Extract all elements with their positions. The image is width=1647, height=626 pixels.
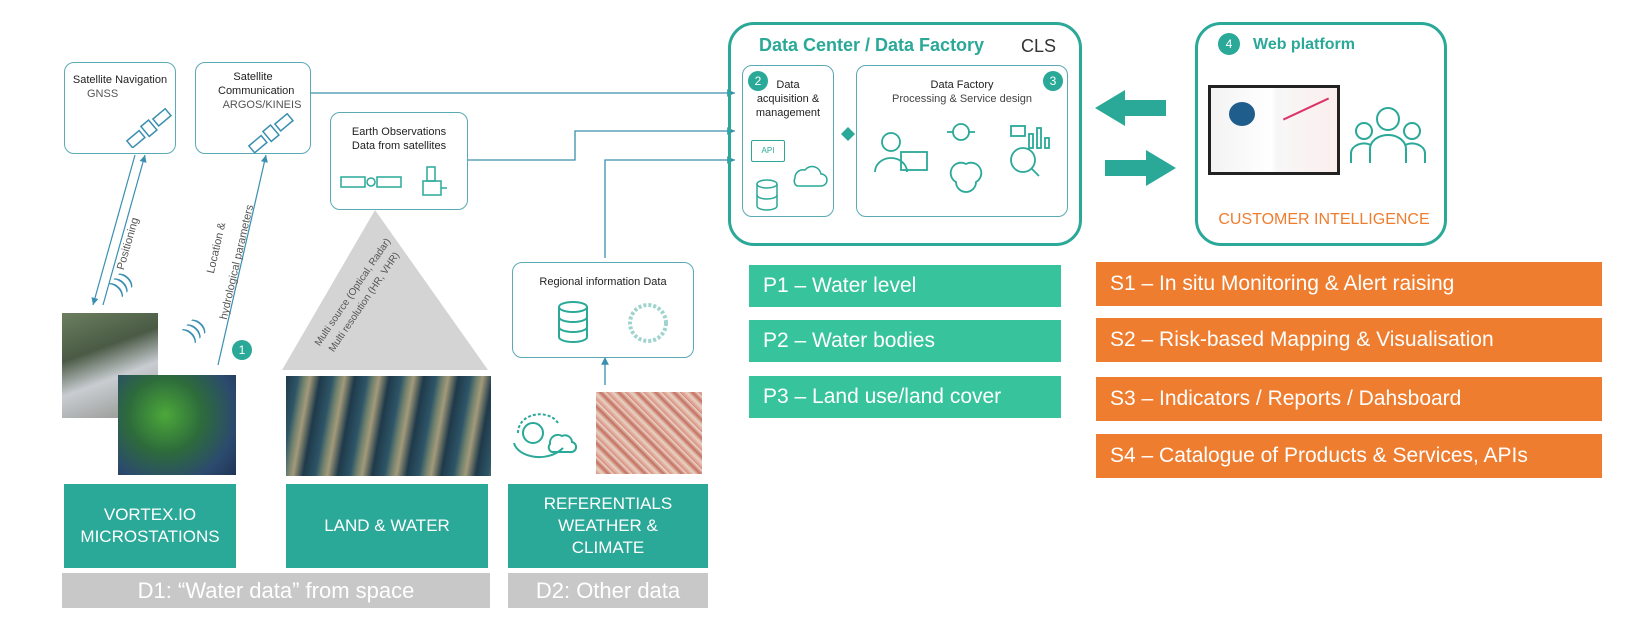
data-center-title: Data Center / Data Factory [759,35,985,55]
weather-cloud-icon [513,413,578,459]
dashboard-chart-line [1282,97,1330,121]
data-factory-sub: Processing & Service design [891,93,1032,105]
ref-line1: REFERENTIALS [543,494,673,513]
vortex-line2: MICROSTATIONS [80,527,220,546]
badge-3: 3 [1043,71,1063,91]
location-line [217,154,268,366]
connector-diamond [841,127,855,141]
data-acquisition-line1: Data [776,79,800,91]
positioning-line-down [91,154,136,306]
web-platform-title: Web platform [1253,36,1355,53]
regional-to-datacenter-line [604,156,735,258]
product-bar-p3: P3 – Land use/land cover [749,376,1061,418]
product-bar-p1: P1 – Water level [749,265,1061,307]
badge-1: 1 [232,340,252,360]
satellite-communication-box: Satellite Communication ARGOS/KINEIS [195,62,311,154]
badge-4: 4 [1218,33,1240,55]
data-center-org: CLS [1021,36,1057,56]
service-bar-s3: S3 – Indicators / Reports / Dahsboard [1096,377,1602,421]
group-d2-label: D2: Other data [508,573,708,608]
land-water-label: LAND & WATER [286,484,488,568]
city-map-photo [596,392,702,474]
service-bar-s1: S1 – In situ Monitoring & Alert raising [1096,262,1602,306]
satellite-icons [340,166,447,196]
service-bar-s4: S4 – Catalogue of Products & Services, A… [1096,434,1602,478]
data-factory-box: Data Factory Processing & Service design [856,65,1068,217]
referentials-label: REFERENTIALS WEATHER & CLIMATE [508,484,708,568]
satellite-communication-sub: ARGOS/KINEIS [222,99,302,111]
vortex-line1: VORTEX.IO [103,505,197,524]
web-platform-box: 4 Web platform CUSTOMER INTELLIGENCE [1195,22,1447,246]
data-acquisition-line3: management [755,107,821,119]
regional-information-box: Regional information Data [512,262,694,358]
badge-2: 2 [748,71,768,91]
data-acquisition-box: Data acquisition & management API [742,65,834,217]
product-bar-p2: P2 – Water bodies [749,320,1061,362]
ref-line3: CLIMATE [571,538,645,557]
positioning-line-up [102,154,147,306]
land-water-photo [286,376,491,476]
data-center-box: Data Center / Data Factory CLS Data acqu… [728,22,1082,246]
microstation-map-photo [118,375,236,475]
satellite-navigation-title: Satellite Navigation [72,74,168,86]
arrow-left-icon [1095,90,1166,126]
regional-information-title: Regional information Data [539,276,667,288]
group-d1-label: D1: “Water data” from space [62,573,490,608]
users-icon [1350,107,1426,163]
storage-icons [756,165,828,211]
dashboard-screen-image [1208,85,1340,175]
earth-observations-sub: Data from satellites [351,140,447,152]
database-icons [558,301,668,343]
earth-observations-title: Earth Observations [351,126,447,138]
earth-observations-box: Earth Observations Data from satellites [330,112,468,210]
satellite-communication-title: Satellite Communication [218,71,295,97]
vortex-microstations-label: VORTEX.IO MICROSTATIONS [64,484,236,568]
data-factory-title: Data Factory [930,79,994,91]
factory-icons [874,123,1050,193]
customer-intelligence-label: CUSTOMER INTELLIGENCE [1218,211,1430,228]
ref-line2: WEATHER & [558,516,658,535]
eo-to-datacenter-line [467,127,735,161]
satellite-navigation-box: Satellite Navigation GNSS [64,62,176,154]
satellite-icon [125,108,173,148]
satellite-navigation-sub: GNSS [87,88,119,100]
api-label: API [761,146,775,155]
service-bar-s2: S2 – Risk-based Mapping & Visualisation [1096,318,1602,362]
api-icon: API [751,140,785,162]
arrow-right-icon [1105,150,1176,186]
satellite-icon [247,113,295,153]
dashboard-chart-blob [1229,102,1255,126]
data-acquisition-line2: acquisition & [756,93,820,105]
eo-footprint-triangle [282,210,488,370]
